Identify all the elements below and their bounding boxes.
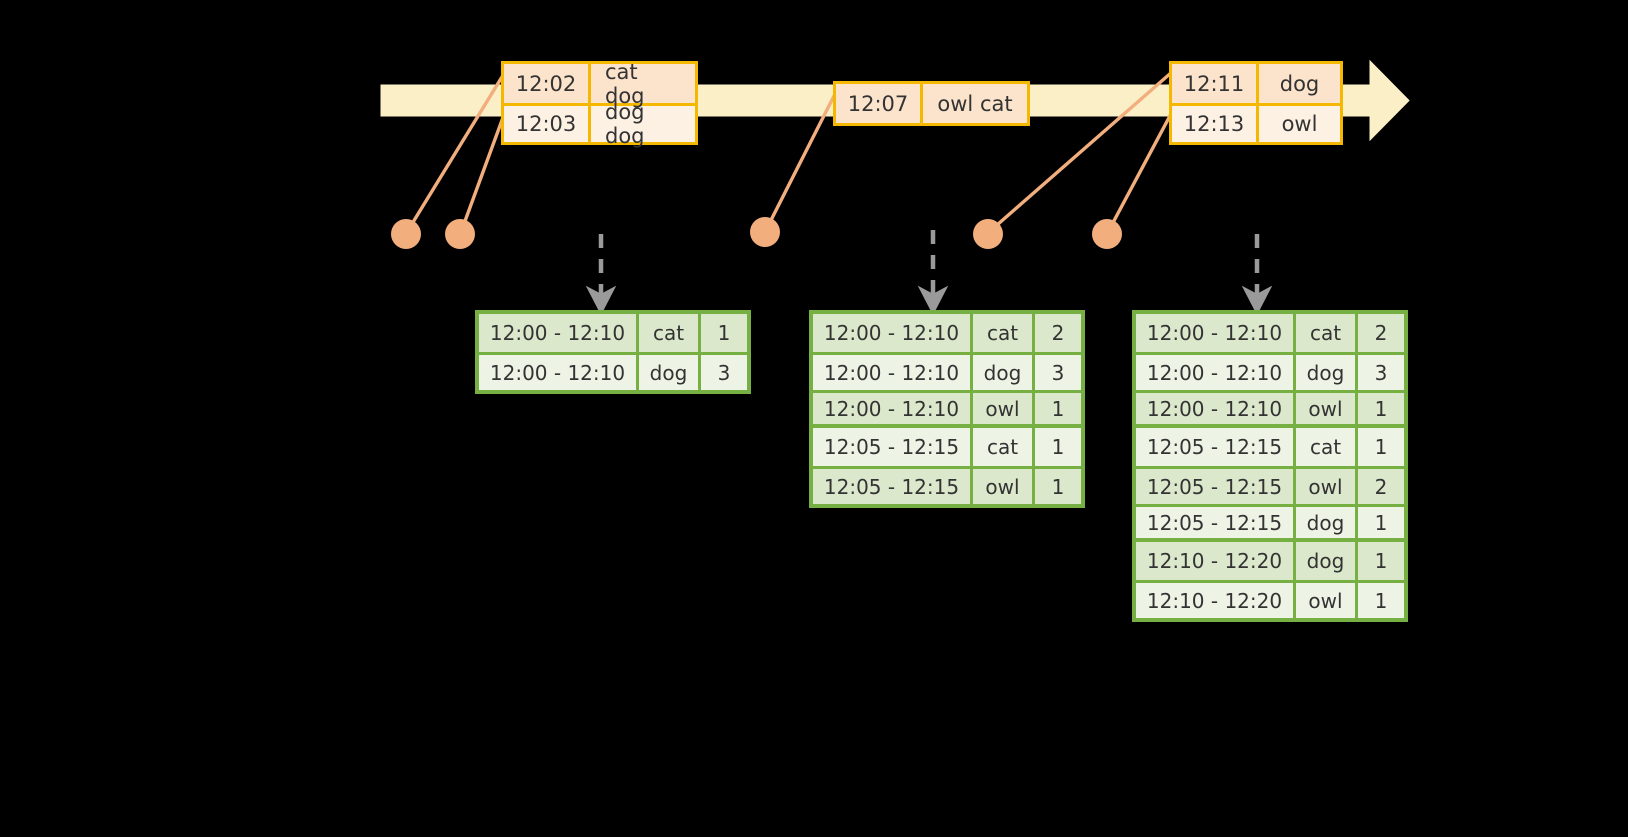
cell-count: 1 xyxy=(1051,396,1065,421)
table-row: 12:05 - 12:15 cat 1 xyxy=(1136,428,1404,466)
cell-word: cat xyxy=(1296,428,1358,466)
cell-window: 12:05 - 12:15 xyxy=(813,428,973,466)
table-row: 12:10 - 12:20 dog 1 xyxy=(1136,542,1404,580)
cell-word: cat xyxy=(1296,314,1358,352)
cell-count: 1 xyxy=(717,321,731,345)
cell-count: 1 xyxy=(1051,474,1065,499)
event-time: 12:07 xyxy=(836,84,923,123)
cell-window: 12:00 - 12:10 xyxy=(813,355,973,390)
event-time: 12:02 xyxy=(504,64,591,103)
cell-window: 12:05 - 12:15 xyxy=(813,469,973,504)
table-row: 12:00 - 12:10 dog 3 xyxy=(813,352,1081,390)
cell-count: 1 xyxy=(1374,588,1388,613)
result-table-1[interactable]: 12:00 - 12:10 cat 1 12:00 - 12:10 dog 3 xyxy=(475,310,751,394)
cell-window: 12:00 - 12:10 xyxy=(813,393,973,424)
result-table-2[interactable]: 12:00 - 12:10 cat 2 12:00 - 12:10 dog 3 … xyxy=(809,310,1085,508)
cell-count: 1 xyxy=(1374,435,1388,459)
table-row: 12:05 - 12:15 cat 1 xyxy=(813,428,1081,466)
cell-count: 1 xyxy=(1374,396,1388,421)
dot-4 xyxy=(973,219,1003,249)
cell-window: 12:10 - 12:20 xyxy=(1136,583,1296,618)
cell-window: 12:05 - 12:15 xyxy=(1136,428,1296,466)
table-row: 12:00 - 12:10 cat 1 xyxy=(479,314,747,352)
cell-word: owl xyxy=(973,469,1035,504)
event-group-1[interactable]: 12:02 cat dog 12:03 dog dog xyxy=(501,59,698,148)
cell-word: owl xyxy=(1296,469,1358,504)
cell-window: 12:00 - 12:10 xyxy=(479,355,639,390)
cell-word: owl xyxy=(1296,583,1358,618)
cell-window: 12:00 - 12:10 xyxy=(1136,355,1296,390)
cell-count: 2 xyxy=(1374,321,1388,345)
cell-count: 1 xyxy=(1374,510,1388,535)
cell-word: dog xyxy=(973,355,1035,390)
table-row: 12:00 - 12:10 dog 3 xyxy=(1136,352,1404,390)
cell-word: cat xyxy=(973,428,1035,466)
cell-word: dog xyxy=(1296,507,1358,538)
event-row: 12:03 dog dog xyxy=(504,100,695,148)
connector-1 xyxy=(405,70,507,234)
table-row: 12:05 - 12:15 owl 1 xyxy=(813,466,1081,504)
connector-3 xyxy=(764,90,838,232)
table-row: 12:00 - 12:10 owl 1 xyxy=(1136,390,1404,428)
result-table-3[interactable]: 12:00 - 12:10 cat 2 12:00 - 12:10 dog 3 … xyxy=(1132,310,1408,622)
event-words: owl xyxy=(1281,112,1318,136)
cell-window: 12:00 - 12:10 xyxy=(1136,393,1296,424)
event-group-3[interactable]: 12:11 dog 12:13 owl xyxy=(1169,61,1343,145)
event-row: 12:02 cat dog xyxy=(504,59,695,108)
connector-2 xyxy=(459,110,507,234)
table-row: 12:00 - 12:10 cat 2 xyxy=(813,314,1081,352)
event-time: 12:11 xyxy=(1172,64,1259,103)
event-words: dog xyxy=(1279,71,1320,96)
event-row: 12:07 owl cat xyxy=(836,84,1027,123)
table-row: 12:05 - 12:15 owl 2 xyxy=(1136,466,1404,504)
dot-3 xyxy=(750,217,780,247)
cell-count: 2 xyxy=(1374,474,1388,499)
event-words: owl cat xyxy=(937,91,1013,116)
cell-window: 12:05 - 12:15 xyxy=(1136,507,1296,538)
event-row: 12:13 owl xyxy=(1172,103,1340,142)
event-row: 12:11 dog xyxy=(1172,64,1340,103)
cell-word: owl xyxy=(1296,393,1358,424)
cell-count: 3 xyxy=(1374,360,1388,385)
event-words: dog dog xyxy=(605,100,645,148)
cell-count: 3 xyxy=(1051,360,1065,385)
table-row: 12:00 - 12:10 owl 1 xyxy=(813,390,1081,428)
table-row: 12:10 - 12:20 owl 1 xyxy=(1136,580,1404,618)
dot-5 xyxy=(1092,219,1122,249)
cell-window: 12:10 - 12:20 xyxy=(1136,542,1296,580)
cell-window: 12:00 - 12:10 xyxy=(1136,314,1296,352)
cell-count: 1 xyxy=(1374,549,1388,573)
event-time: 12:03 xyxy=(504,106,591,142)
cell-word: cat xyxy=(639,314,701,352)
cell-window: 12:00 - 12:10 xyxy=(479,314,639,352)
cell-window: 12:00 - 12:10 xyxy=(813,314,973,352)
event-time: 12:13 xyxy=(1172,106,1259,142)
event-group-2[interactable]: 12:07 owl cat xyxy=(833,81,1030,126)
cell-count: 2 xyxy=(1051,321,1065,345)
cell-word: dog xyxy=(639,355,701,390)
cell-count: 3 xyxy=(717,360,731,385)
connector-5 xyxy=(1106,110,1174,234)
cell-count: 1 xyxy=(1051,435,1065,459)
dot-1 xyxy=(391,219,421,249)
cell-word: owl xyxy=(973,393,1035,424)
table-row: 12:00 - 12:10 dog 3 xyxy=(479,352,747,390)
cell-word: cat xyxy=(973,314,1035,352)
event-words: cat dog xyxy=(605,59,645,108)
dot-2 xyxy=(445,219,475,249)
table-row: 12:00 - 12:10 cat 2 xyxy=(1136,314,1404,352)
cell-word: dog xyxy=(1296,355,1358,390)
cell-word: dog xyxy=(1296,542,1358,580)
table-row: 12:05 - 12:15 dog 1 xyxy=(1136,504,1404,542)
cell-window: 12:05 - 12:15 xyxy=(1136,469,1296,504)
